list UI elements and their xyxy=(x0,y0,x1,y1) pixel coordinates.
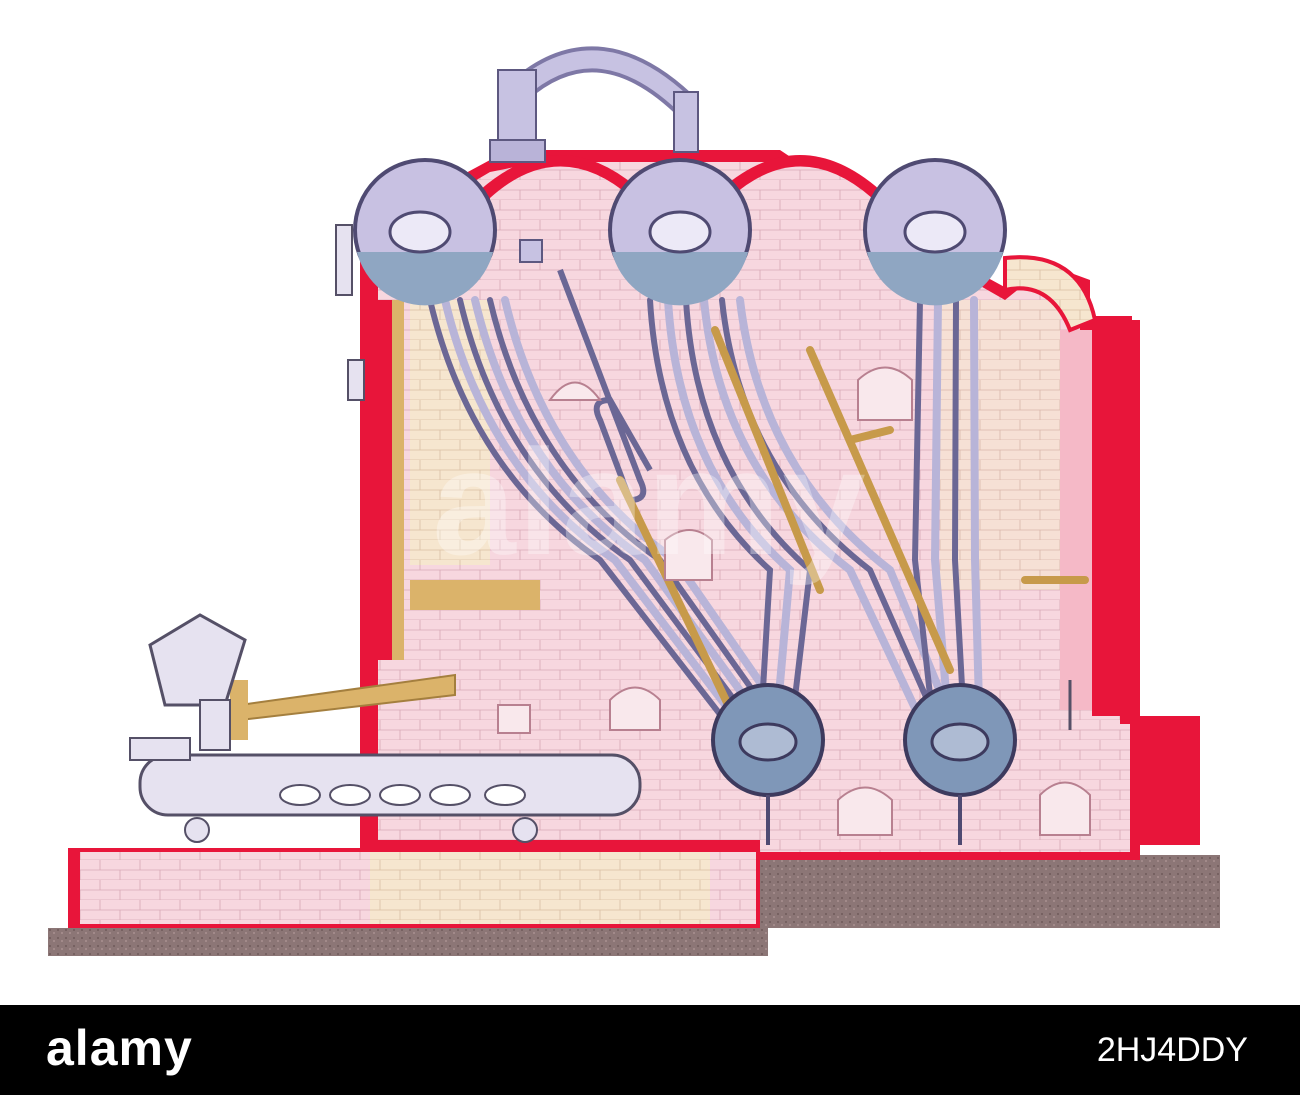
upper-drum-middle xyxy=(608,158,752,306)
alamy-logo: alamy xyxy=(46,1020,193,1076)
baffles xyxy=(616,326,1089,744)
base-masonry xyxy=(68,848,760,928)
lower-drum-rear xyxy=(903,683,1017,845)
upper-drum-rear xyxy=(863,158,1007,306)
tube-bank-front xyxy=(427,296,804,744)
fire-arch xyxy=(230,580,540,740)
foundation xyxy=(48,855,1220,956)
upper-drum-front xyxy=(353,158,497,306)
brick-arches xyxy=(480,155,1098,333)
chain-grate-stoker xyxy=(129,737,642,843)
access-arches xyxy=(497,366,1091,836)
boiler-cross-section-diagram xyxy=(48,46,1220,956)
lower-drum-front xyxy=(711,683,825,845)
front-fittings xyxy=(335,224,1072,730)
tube-bank-middle xyxy=(647,296,964,744)
coal-hopper xyxy=(148,613,247,751)
image-reference-code: 2HJ4DDY xyxy=(1096,1031,1248,1069)
steam-pipe xyxy=(489,46,700,163)
tube-bank-rear xyxy=(911,296,984,744)
superheater-coil xyxy=(519,239,653,504)
footer-bar: alamy 2HJ4DDY xyxy=(0,1005,1300,1095)
